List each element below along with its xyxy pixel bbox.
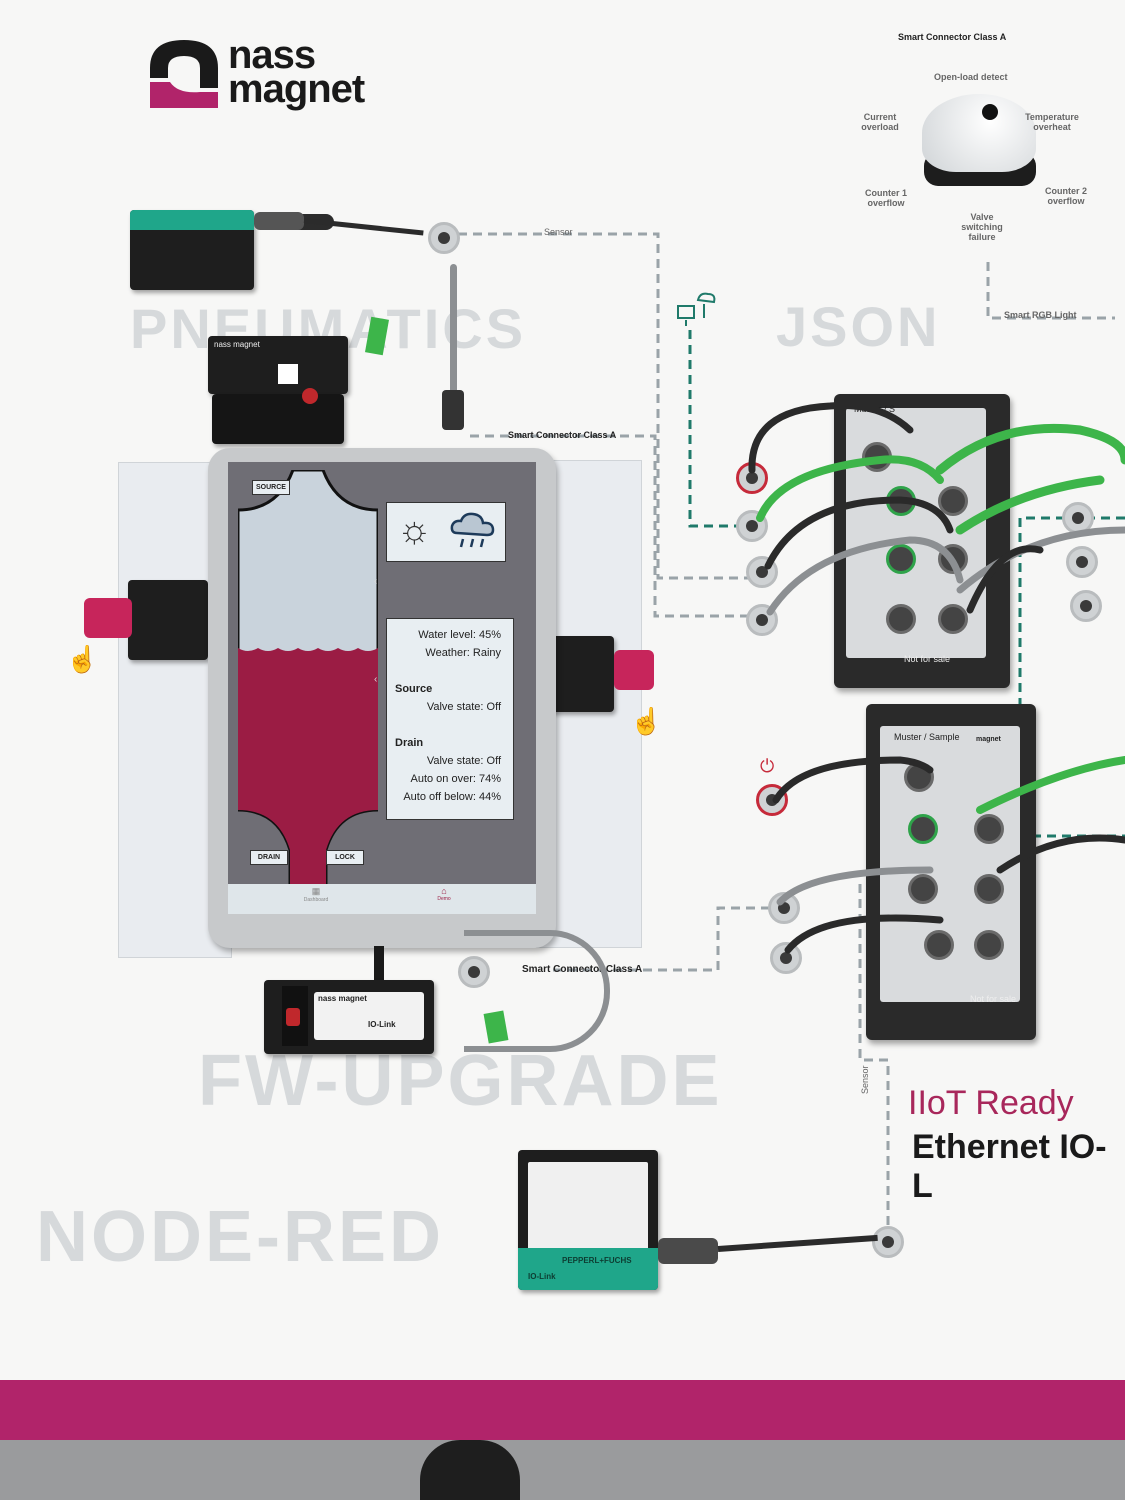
tablet-screen: SOURCE DRAIN LOCK ‹ ‹ ☼ Water level: 45%… [228,462,536,914]
power-icon: ⏻ [760,756,775,776]
network-icon [677,292,716,326]
diagram-counter-2: Counter 2 overflow [1044,186,1087,206]
diagram-open-load: Open-load detect [934,72,1008,82]
smart-connector-top-brand: nass magnet [214,340,260,349]
valve-connector-left[interactable] [84,580,208,660]
weather-panel: ☼ [386,502,506,562]
bottom-nav: ▦ Dashboard ⌂ Demo [228,884,536,914]
hub-bottom-port-x01[interactable] [908,874,938,904]
chevron-left-icon-2: ‹ [374,674,378,685]
source-heading: Source [395,683,433,695]
optical-sensor-top [130,210,334,290]
gray-cable-bottom [464,930,610,1052]
weather-text: Weather: Rainy [425,647,501,659]
diagram-title: Smart Connector Class A [898,32,1007,42]
hub-bottom-port-x04[interactable] [974,930,1004,960]
auto-off-text: Auto off below: 44% [403,791,501,803]
chevron-left-icon: ‹ [374,576,378,587]
sensor-cable-bottom [658,1234,878,1266]
brand-line-1: nass [228,33,316,77]
drain-heading: Drain [395,737,424,749]
smart-connector-top-led [302,388,318,404]
sensor-cable-top [254,208,424,236]
board-port-right-2[interactable] [1066,546,1098,578]
smart-connector-bottom-brand: nass magnet [318,994,367,1003]
tank-lock-button[interactable]: LOCK [326,850,364,865]
tank-drain-button[interactable]: DRAIN [250,850,288,865]
ethernet-io-text: Ethernet IO-L [912,1128,1107,1205]
hub-bottom-port-x11[interactable] [908,814,938,844]
nav-demo-label: Demo [437,896,451,902]
hand-tap-icon-right: ☝ [630,706,663,736]
hub-bottom-brand: magnet [976,736,1001,743]
water-tank [238,470,378,890]
hub-bottom-port-x02[interactable] [974,874,1004,904]
diagram-current-overload: Current overload [861,112,899,132]
wire-label-sc-class-a-1: Smart Connector Class A [508,430,617,440]
board-port-sensor-top[interactable] [428,222,460,254]
valve-connector-right[interactable] [548,636,654,712]
hub-top-port-x03[interactable] [886,604,916,634]
dashboard-icon: ▦ [311,886,321,896]
diagram-valve-failure: Valve switching failure [961,212,1003,242]
label-fw-upgrade: FW-UPGRADE [198,1041,723,1121]
rain-cloud-icon [450,512,495,548]
home-icon: ⌂ [441,886,447,896]
wire-label-smart-rgb: Smart RGB Light [1004,310,1077,320]
tank-source-button[interactable]: SOURCE [252,480,290,495]
smart-connector-illustration [918,88,1038,196]
shoe [420,1440,520,1500]
water-level-text: Water level: 45% [418,629,501,641]
hub-bottom-port-x03[interactable] [924,930,954,960]
sun-icon: ☼ [397,509,432,551]
status-panel: Water level: 45% Weather: Rainy Source V… [386,618,514,820]
hub-bottom-port-x12[interactable] [974,814,1004,844]
smart-connector-top-body [212,394,344,444]
brand-name: nass magnet [228,33,365,111]
nav-dashboard-label: Dashboard [303,897,329,903]
board-port-right-3[interactable] [1070,590,1102,622]
diagram-counter-1: Counter 1 overflow [864,188,907,208]
io-link-badge: IO-Link [368,1020,396,1029]
board-port-right-1[interactable] [1062,502,1094,534]
hub-top-port-x01[interactable] [886,544,916,574]
board-port-sensor-bottom[interactable] [872,1226,904,1258]
usb-cable [374,946,384,986]
board-port-sc-class-a[interactable] [458,956,490,988]
hub-top-port-x04[interactable] [938,604,968,634]
hub-top-not-for-sale: Not for sale [904,654,951,664]
gray-cable-top [442,264,464,434]
hand-tap-icon-left: ☝ [66,644,99,674]
hub-cables [748,402,1125,954]
hub-bottom-not-for-sale: Not for sale [970,994,1017,1004]
smart-connector-bottom: nass magnet IO-Link [264,980,434,1054]
nass-magnet-logo-icon [150,40,218,108]
optical-sensor-bottom: PEPPERL+FUCHS IO-Link [518,1150,658,1290]
iiot-ready-text: IIoT Ready [908,1084,1074,1122]
sensor-io-link-label: IO-Link [528,1272,556,1281]
diagram-temperature: Temperature overheat [1025,112,1079,132]
label-node-red: NODE-RED [36,1197,445,1277]
source-valve-state: Valve state: Off [426,701,501,713]
nav-demo[interactable]: ⌂ Demo [414,886,474,902]
wire-label-sensor-bottom: Sensor [860,1065,870,1094]
pepperl-fuchs-label: PEPPERL+FUCHS [562,1256,632,1265]
drain-valve-state: Valve state: Off [426,755,501,767]
auto-on-text: Auto on over: 74% [410,773,501,785]
hub-bottom-header: Muster / Sample [894,732,960,742]
wire-label-sensor-top: Sensor [544,227,573,237]
nav-dashboard[interactable]: ▦ Dashboard [286,886,346,903]
smart-connector-top: nass magnet [208,336,348,394]
brand-line-2: magnet [228,67,365,111]
label-json: JSON [776,295,941,358]
hub-top-port-x12[interactable] [938,486,968,516]
board-port-json-1[interactable] [736,510,768,542]
